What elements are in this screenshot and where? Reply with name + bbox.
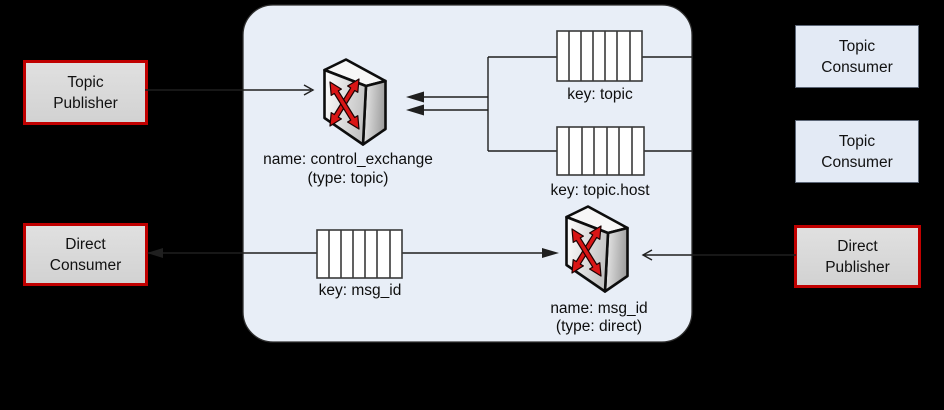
direct-consumer-node: Direct Consumer (23, 223, 148, 286)
queue-msg-id-icon (316, 229, 403, 279)
open-arrowhead-into-direct-exchange (641, 249, 653, 261)
topic-consumer-node-2: Topic Consumer (795, 120, 919, 183)
control-exchange-type-label: (type: topic) (307, 170, 389, 187)
topic-consumer-2-label-line1: Topic (838, 132, 876, 150)
topic-publisher-label-line1: Topic (67, 73, 104, 91)
topic-consumer-1-label-line1: Topic (838, 37, 876, 55)
control-exchange-name-label: name: control_exchange (263, 151, 433, 168)
topic-consumer-node-1: Topic Consumer (795, 25, 919, 88)
queue-topic-host-icon (556, 126, 645, 176)
arrowhead-into-direct-exchange-icon (542, 248, 559, 258)
queue-msg-id-key-label: key: msg_id (318, 282, 402, 299)
queue-topic-host-key-label: key: topic.host (550, 182, 650, 199)
queue-topic-key-label: key: topic (567, 86, 633, 103)
open-arrowhead-into-control-exchange (303, 84, 315, 96)
arrowhead-binding-1-icon (406, 91, 424, 103)
topic-publisher-node: Topic Publisher (23, 60, 148, 125)
topic-consumer-1-label-line2: Consumer (821, 58, 893, 76)
connector-lines (145, 56, 796, 261)
direct-publisher-label-line2: Publisher (825, 258, 890, 276)
direct-exchange-name-label: name: msg_id (550, 300, 648, 317)
topic-publisher-label-line2: Publisher (53, 94, 118, 112)
arrowhead-binding-2-icon (406, 104, 424, 116)
direct-publisher-label-line1: Direct (837, 237, 878, 255)
control-exchange-icon (323, 58, 387, 146)
arrowhead-into-direct-consumer-icon (147, 248, 163, 258)
direct-consumer-label-line1: Direct (65, 235, 106, 253)
direct-publisher-node: Direct Publisher (794, 225, 921, 288)
queue-topic-icon (556, 30, 643, 82)
direct-exchange-type-label: (type: direct) (555, 318, 643, 335)
topic-consumer-2-label-line2: Consumer (821, 153, 893, 171)
direct-consumer-label-line2: Consumer (49, 256, 122, 274)
direct-exchange-icon (565, 205, 629, 293)
